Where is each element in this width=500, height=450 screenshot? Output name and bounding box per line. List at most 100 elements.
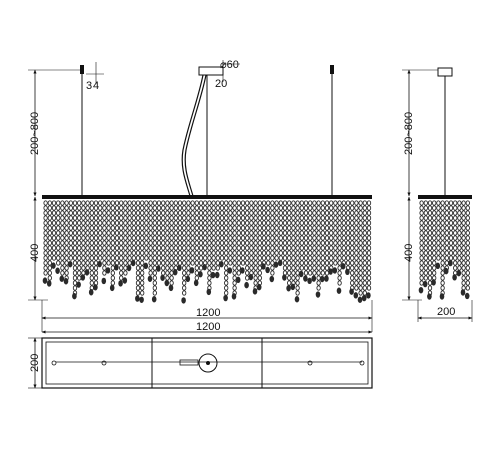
crystal-bead bbox=[148, 225, 153, 231]
crystal-bead bbox=[345, 260, 351, 266]
crystal-bead bbox=[68, 230, 73, 236]
crystal-bead bbox=[198, 230, 204, 236]
crystal-bead bbox=[140, 290, 145, 296]
crystal-bead bbox=[102, 235, 107, 241]
crystal-bead bbox=[299, 245, 304, 251]
crystal-bead bbox=[224, 265, 229, 271]
crystal-bead bbox=[60, 245, 65, 251]
crystal-bead bbox=[270, 215, 275, 221]
crystal-bead bbox=[419, 255, 424, 261]
crystal-bead bbox=[203, 225, 208, 231]
crystal-drop bbox=[219, 260, 224, 268]
crystal-bead bbox=[207, 230, 212, 236]
crystal-bead bbox=[291, 265, 296, 271]
crystal-bead bbox=[198, 235, 204, 241]
crystal-bead bbox=[93, 255, 99, 261]
crystal-bead bbox=[152, 245, 157, 251]
crystal-bead bbox=[282, 205, 288, 211]
crystal-bead bbox=[224, 260, 229, 266]
crystal-strand bbox=[139, 200, 145, 303]
crystal-bead bbox=[427, 245, 433, 251]
crystal-drop bbox=[265, 266, 270, 274]
crystal-bead bbox=[119, 270, 124, 276]
crystal-bead bbox=[110, 220, 115, 226]
crystal-bead bbox=[211, 220, 216, 226]
crystal-bead bbox=[182, 230, 187, 236]
crystal-bead bbox=[427, 225, 433, 231]
crystal-bead bbox=[448, 200, 454, 206]
crystal-bead bbox=[270, 250, 275, 256]
crystal-bead bbox=[465, 210, 470, 216]
power-cable-2 bbox=[184, 74, 207, 197]
crystal-drop bbox=[198, 271, 203, 278]
crystal-bead bbox=[312, 235, 317, 241]
crystal-bead bbox=[329, 260, 334, 266]
crystal-bead bbox=[350, 235, 355, 241]
crystal-bead bbox=[465, 225, 470, 231]
crystal-bead bbox=[440, 235, 445, 241]
crystal-bead bbox=[282, 250, 288, 256]
crystal-bead bbox=[350, 265, 355, 271]
crystal-bead bbox=[173, 210, 178, 216]
crystal-bead bbox=[295, 225, 300, 231]
crystal-bead bbox=[350, 280, 355, 286]
crystal-bead bbox=[228, 245, 233, 251]
crystal-bead bbox=[287, 260, 292, 266]
crystal-bead bbox=[156, 220, 162, 226]
dim-canopy-height-label: 20 bbox=[215, 78, 227, 90]
crystal-bead bbox=[465, 270, 470, 276]
crystal-bead bbox=[169, 275, 174, 281]
crystal-drop bbox=[422, 280, 428, 288]
crystal-bead bbox=[89, 210, 94, 216]
crystal-drop bbox=[286, 285, 291, 292]
crystal-drop bbox=[139, 296, 144, 303]
crystal-bead bbox=[427, 255, 433, 261]
crystal-bead bbox=[135, 240, 141, 246]
crystal-bead bbox=[215, 220, 220, 226]
crystal-bead bbox=[440, 225, 445, 231]
crystal-strand bbox=[265, 200, 271, 274]
crystal-bead bbox=[453, 250, 458, 256]
crystal-bead bbox=[85, 235, 90, 241]
crystal-bead bbox=[299, 215, 304, 221]
crystal-bead bbox=[89, 220, 94, 226]
crystal-bead bbox=[303, 245, 309, 251]
crystal-bead bbox=[270, 205, 275, 211]
crystal-bead bbox=[236, 245, 241, 251]
crystal-bead bbox=[123, 245, 128, 251]
crystal-bead bbox=[81, 240, 86, 246]
crystal-bead bbox=[308, 255, 313, 261]
crystal-bead bbox=[169, 260, 174, 266]
dim-rod-diameter-label: 3 bbox=[86, 80, 92, 92]
crystal-bead bbox=[419, 250, 424, 256]
crystal-bead bbox=[350, 215, 355, 221]
crystal-drop bbox=[118, 280, 123, 287]
crystal-bead bbox=[287, 230, 292, 236]
crystal-drop bbox=[303, 275, 308, 282]
crystal-bead bbox=[432, 245, 437, 251]
crystal-bead bbox=[144, 225, 149, 231]
crystal-strand bbox=[456, 200, 462, 277]
crystal-strand bbox=[223, 200, 229, 302]
crystal-bead bbox=[60, 250, 65, 256]
crystal-bead bbox=[169, 225, 174, 231]
crystal-drop bbox=[328, 268, 333, 275]
crystal-bead bbox=[173, 205, 178, 211]
crystal-bead bbox=[266, 220, 271, 226]
crystal-bead bbox=[362, 255, 367, 261]
crystal-bead bbox=[102, 265, 107, 271]
crystal-bead bbox=[98, 240, 103, 246]
crystal-bead bbox=[341, 225, 346, 231]
crystal-strand bbox=[460, 200, 466, 296]
crystal-bead bbox=[436, 245, 441, 251]
crystal-bead bbox=[440, 215, 445, 221]
crystal-bead bbox=[186, 270, 191, 276]
crystal-bead bbox=[203, 220, 208, 226]
crystal-bead bbox=[89, 270, 94, 276]
crystal-bead bbox=[165, 230, 170, 236]
crystal-bead bbox=[362, 260, 367, 266]
crystal-strand bbox=[202, 200, 208, 271]
crystal-bead bbox=[114, 250, 120, 256]
crystal-bead bbox=[131, 240, 136, 246]
